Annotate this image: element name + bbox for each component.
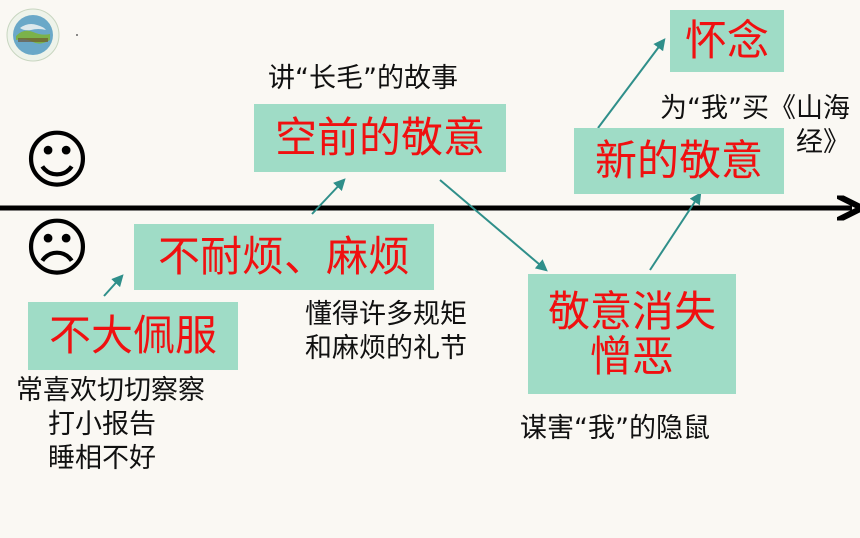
frowning-face-icon: ☹ xyxy=(23,212,91,286)
stage-new-respect-note-2: 经》 xyxy=(796,126,850,158)
arrow-annoyed-to-respect xyxy=(311,178,346,215)
stage-respect-box: 空前的敬意 xyxy=(254,104,506,172)
stage-new-respect-note-1: 为“我”买《山海 xyxy=(660,93,850,124)
stage-dislike-note-3: 睡相不好 xyxy=(48,442,156,474)
arrow-respect-to-lost xyxy=(439,179,548,272)
arrow-lost-to-new-respect xyxy=(649,191,702,271)
stage-lost-note: 谋害“我”的隐鼠 xyxy=(520,413,710,444)
stage-lost-box: 敬意消失 憎恶 xyxy=(528,274,736,394)
stage-annoyed-box: 不耐烦、麻烦 xyxy=(134,224,434,290)
decor-dot xyxy=(76,34,78,36)
globe-logo-icon xyxy=(4,6,62,64)
stage-dislike-note-2: 打小报告 xyxy=(48,408,156,440)
stage-dislike-notes: 常喜欢切切察察 打小报告 睡相不好 xyxy=(16,374,205,475)
arrow-dislike-to-annoyed xyxy=(103,274,124,297)
stage-annoyed-note-2: 和麻烦的礼节 xyxy=(305,332,467,364)
stage-new-respect-box: 新的敬意 xyxy=(574,128,784,194)
stage-lost-title-1: 敬意消失 xyxy=(547,286,716,336)
stage-dislike-box: 不大佩服 xyxy=(28,302,238,370)
arrow-new-respect-to-miss xyxy=(597,38,666,129)
stage-dislike-note-1: 常喜欢切切察察 xyxy=(16,375,205,406)
stage-respect-note: 讲“长毛”的故事 xyxy=(268,63,458,94)
smiling-face-icon: ☺ xyxy=(23,124,91,198)
stage-lost-title-2: 憎恶 xyxy=(589,332,674,381)
stage-miss-box: 怀念 xyxy=(670,10,784,72)
stage-annoyed-notes: 懂得许多规矩 和麻烦的礼节 xyxy=(276,298,496,366)
stage-new-respect-note: 为“我”买《山海 经》 xyxy=(624,92,850,160)
stage-annoyed-note-1: 懂得许多规矩 xyxy=(305,299,467,330)
